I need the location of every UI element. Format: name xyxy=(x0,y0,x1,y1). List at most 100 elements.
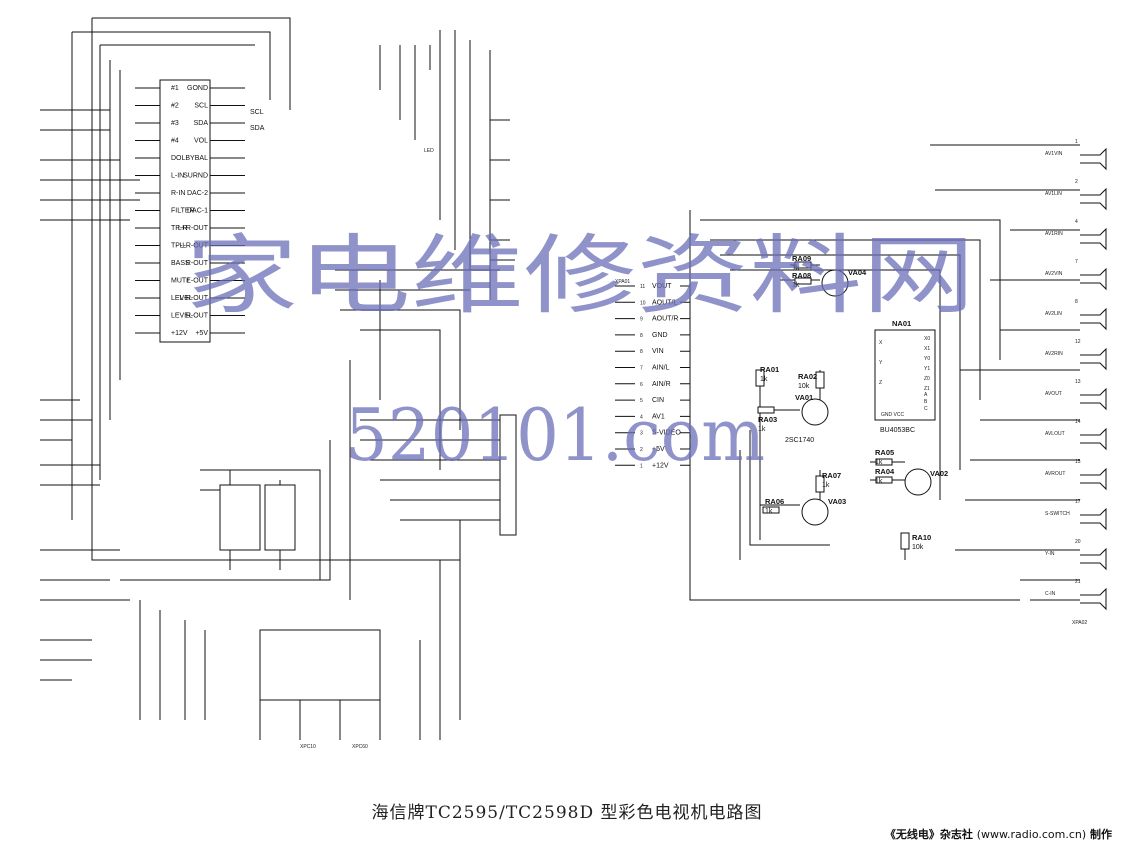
xpa01-pin-number: 11 xyxy=(640,284,645,290)
xpa01-pin-name: GND xyxy=(652,332,668,339)
xpa02-pin-number: 14 xyxy=(1075,419,1081,425)
left-ic-pin-right: R-OUT xyxy=(186,260,209,267)
av-jack xyxy=(1080,587,1107,611)
component-value-ra08: 1k xyxy=(792,282,800,289)
xpa01-pin-name: +12V xyxy=(652,462,669,469)
scl-label: SCL xyxy=(250,109,264,116)
left-ic-pin-left: +12V xyxy=(171,330,188,337)
xpa01-pin-number: 5 xyxy=(640,398,643,404)
watermark-cn: 家电维修资料网 xyxy=(185,226,975,326)
ic-na01-pin-bottom: GND VCC xyxy=(881,412,904,418)
xpa01-pin-number: 2 xyxy=(640,447,643,453)
left-ic-pin-right: L-R-OUT xyxy=(180,243,209,250)
ic-na01-pin-left: Z xyxy=(879,380,882,386)
ic-na01-pin-left: Y xyxy=(879,360,883,366)
ic-na01-part: BU4053BC xyxy=(880,427,915,434)
xpa02-pin-number: 8 xyxy=(1075,299,1078,305)
av-jack xyxy=(1080,467,1107,491)
xpa02-pin-name: AVROUT xyxy=(1045,471,1065,477)
left-ic-pin-left: FILTER xyxy=(171,208,195,215)
ic-na01-pin-abc: B xyxy=(924,399,928,405)
component-value-ra10: 10k xyxy=(912,544,924,551)
xpa02-pin-name: AVLOUT xyxy=(1045,431,1065,437)
component-value-ra07: 1k xyxy=(822,482,830,489)
ic-na01-pin-right: X0 xyxy=(924,336,930,342)
left-ic-pin-left: LEVEL xyxy=(171,295,193,302)
xpa02-pin-name: AV2LIN xyxy=(1045,311,1062,317)
component-ref-ra09: RA09 xyxy=(792,254,811,263)
left-ic-pin-right: L-R-OUT xyxy=(180,295,209,302)
ic-na01-pin-abc: C xyxy=(924,406,928,412)
av-jack xyxy=(1080,387,1107,411)
credit-magazine: 《无线电》杂志社 xyxy=(884,828,973,841)
xpa02-pin-number: 21 xyxy=(1075,579,1081,585)
av-jack xyxy=(1080,187,1107,211)
left-ic-pin-right: VOL xyxy=(194,138,208,145)
xpa01-pin-number: 3 xyxy=(640,431,643,437)
xpc10-label: XPC10 xyxy=(300,744,316,750)
av-jack xyxy=(1080,547,1107,571)
component-value-ra04: 1k xyxy=(875,478,883,485)
connector-xpa02-label: XPA02 xyxy=(1072,620,1087,626)
xpa02-pin-number: 17 xyxy=(1075,499,1081,505)
xpc60-label: XPC60 xyxy=(352,744,368,750)
ic-na01-pin-right: Y1 xyxy=(924,366,930,372)
connector-xpa01-label: XPA01 xyxy=(615,279,630,285)
left-ic-pin-right: SURND xyxy=(183,173,208,180)
left-ic-pin-left: DOLBY xyxy=(171,155,195,162)
left-ic-pin-left: TP-R xyxy=(171,225,187,232)
left-ic-pin-right: SDA xyxy=(194,120,209,127)
component-value-ra02: 10k xyxy=(798,383,810,390)
av-jack xyxy=(1080,507,1107,531)
xpa02-pin-name: S-SWITCH xyxy=(1045,511,1070,517)
xpa01-pin-number: 4 xyxy=(640,414,643,420)
left-ic-pin-right: GOND xyxy=(187,85,208,92)
xpa02-pin-name: AVOUT xyxy=(1045,391,1062,397)
xpa01-pin-number: 9 xyxy=(640,317,643,323)
component-ref-va04: VA04 xyxy=(848,268,867,277)
ic-na01-pin-right: Z0 xyxy=(924,376,930,382)
component-value-ra05: 1k xyxy=(875,459,883,466)
xpa01-pin-name: +5V xyxy=(652,446,665,453)
figure-caption: 海信牌TC2595/TC2598D 型彩色电视机电路图 xyxy=(371,803,763,823)
xpa02-pin-name: AV2RIN xyxy=(1045,351,1063,357)
left-ic-pin-right: DAC-2 xyxy=(187,190,208,197)
xpa01-pin-name: VOUT xyxy=(652,283,672,290)
xpa01-pin-number: 8 xyxy=(640,333,643,339)
xpa02-pin-name: Y-IN xyxy=(1045,551,1055,557)
component-ref-ra01: RA01 xyxy=(760,365,779,374)
xpa01-pin-number: 7 xyxy=(640,366,643,372)
generated-elements: #1#2#3#4DOLBYL-INR-INFILTERTP-RTP-LBASSM… xyxy=(135,85,1107,750)
av-jack xyxy=(1080,307,1107,331)
xpa01-pin-number: 6 xyxy=(640,382,643,388)
credit-url: (www.radio.com.cn) xyxy=(976,828,1087,841)
component-value-ra06: 1k xyxy=(765,508,773,515)
component-ref-ra10: RA10 xyxy=(912,533,931,542)
component-ref-ra07: RA07 xyxy=(822,471,841,480)
av-jack xyxy=(1080,147,1107,171)
component-ref-ra08: RA08 xyxy=(792,271,811,280)
left-ic-pin-left: #1 xyxy=(171,85,179,92)
xpa01-pin-name: VIN xyxy=(652,348,664,355)
xpa02-pin-number: 4 xyxy=(1075,219,1078,225)
xpa01-pin-name: AOUT/R xyxy=(652,316,678,323)
xpa01-pin-number: 1 xyxy=(640,463,643,469)
left-ic-pin-right: SCL xyxy=(194,103,208,110)
ic-na01-pin-right: X1 xyxy=(924,346,930,352)
left-ic-pin-left: BASS xyxy=(171,260,190,267)
left-ic-pin-right: DAC-1 xyxy=(187,208,208,215)
xpa02-pin-number: 1 xyxy=(1075,139,1078,145)
component-ref-ra02: RA02 xyxy=(798,372,817,381)
component-ref-ra03: RA03 xyxy=(758,415,777,424)
left-ic-pin-left: #2 xyxy=(171,103,179,110)
left-ic-pin-left: TP-L xyxy=(171,243,186,250)
component-ref-va01: VA01 xyxy=(795,393,813,402)
xpa01-pin-name: AOUT/L xyxy=(652,299,677,306)
left-ic-pin-left: L-IN xyxy=(171,173,184,180)
component-value-ra03: 1k xyxy=(758,426,766,433)
xpa02-pin-name: C-IN xyxy=(1045,591,1056,597)
xpa02-pin-name: AV2VIN xyxy=(1045,271,1063,277)
av-jack xyxy=(1080,427,1107,451)
